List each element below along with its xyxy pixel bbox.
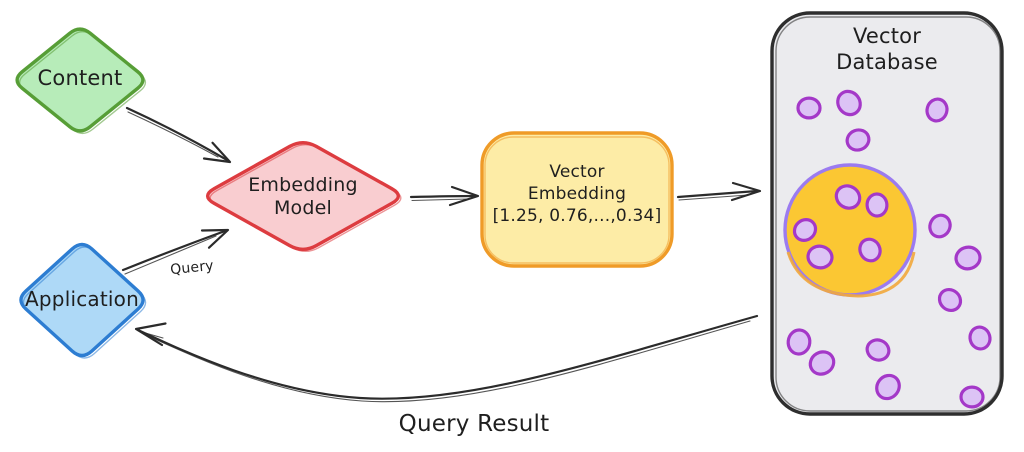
vector-dot <box>786 328 812 356</box>
vector-dot <box>937 287 963 313</box>
cluster-circle-echo <box>786 251 916 298</box>
vector-dot <box>836 89 862 117</box>
edge-line-echo <box>411 198 469 202</box>
vector-dot <box>954 245 982 271</box>
edge-line <box>125 106 229 162</box>
edge-query-result <box>134 314 759 403</box>
arrowhead <box>200 228 230 249</box>
arrowhead-echo <box>454 197 473 204</box>
vector-dot <box>865 192 889 218</box>
vector-dot <box>792 217 818 243</box>
application-shape-echo <box>22 246 147 359</box>
vector-embedding-shape <box>480 131 674 268</box>
edge-line-echo <box>127 111 219 158</box>
vector-dot <box>875 373 901 401</box>
edge-line-echo <box>124 235 217 275</box>
vector-dot <box>806 244 834 270</box>
edge-line-echo <box>678 194 749 201</box>
vector-embedding-shape-echo <box>484 136 670 264</box>
content-label: Content <box>37 66 123 90</box>
vector-embedding-label: Vector Embedding [1.25, 0.76,...,0.34] <box>492 162 662 226</box>
node-embedding-model <box>205 141 402 252</box>
edge-vector-embedding-to-database <box>676 181 762 202</box>
node-vector-embedding <box>480 131 674 268</box>
arrowhead <box>202 141 232 164</box>
vector-dot <box>845 128 871 152</box>
edge-line <box>121 229 227 272</box>
vector-dot <box>808 350 836 376</box>
node-content <box>15 27 147 135</box>
edge-content-to-embedding <box>125 106 232 164</box>
embedding-model-label: Embedding Model <box>248 174 358 220</box>
vector-dot <box>865 338 891 362</box>
edge-embedding-to-vector-embedding <box>409 185 480 207</box>
vector-dots-layer <box>786 89 992 409</box>
node-application <box>19 242 147 359</box>
query-result-edge-label: Query Result <box>398 411 550 437</box>
arrowhead-echo <box>139 330 164 339</box>
vector-dot <box>796 96 822 120</box>
edge-line <box>136 314 759 400</box>
arrowhead <box>134 322 167 347</box>
vector-dot <box>959 385 985 409</box>
application-label: Application <box>25 287 139 311</box>
vector-dot <box>968 325 992 351</box>
vector-dot <box>834 184 862 210</box>
vector-database-shape-echo <box>775 16 1001 412</box>
vector-database-label: Vector Database <box>836 24 938 74</box>
arrowhead <box>730 181 762 202</box>
edge-line <box>676 189 759 199</box>
edge-line <box>409 194 477 199</box>
node-vector-database <box>770 11 1004 416</box>
edge-application-to-embedding <box>121 228 230 275</box>
vector-dot <box>925 97 949 123</box>
edge-line-echo <box>145 320 751 403</box>
vector-dot <box>858 237 882 263</box>
content-shape-echo <box>18 30 147 135</box>
vector-dot <box>928 213 952 239</box>
embedding-model-shape-echo <box>209 144 402 252</box>
